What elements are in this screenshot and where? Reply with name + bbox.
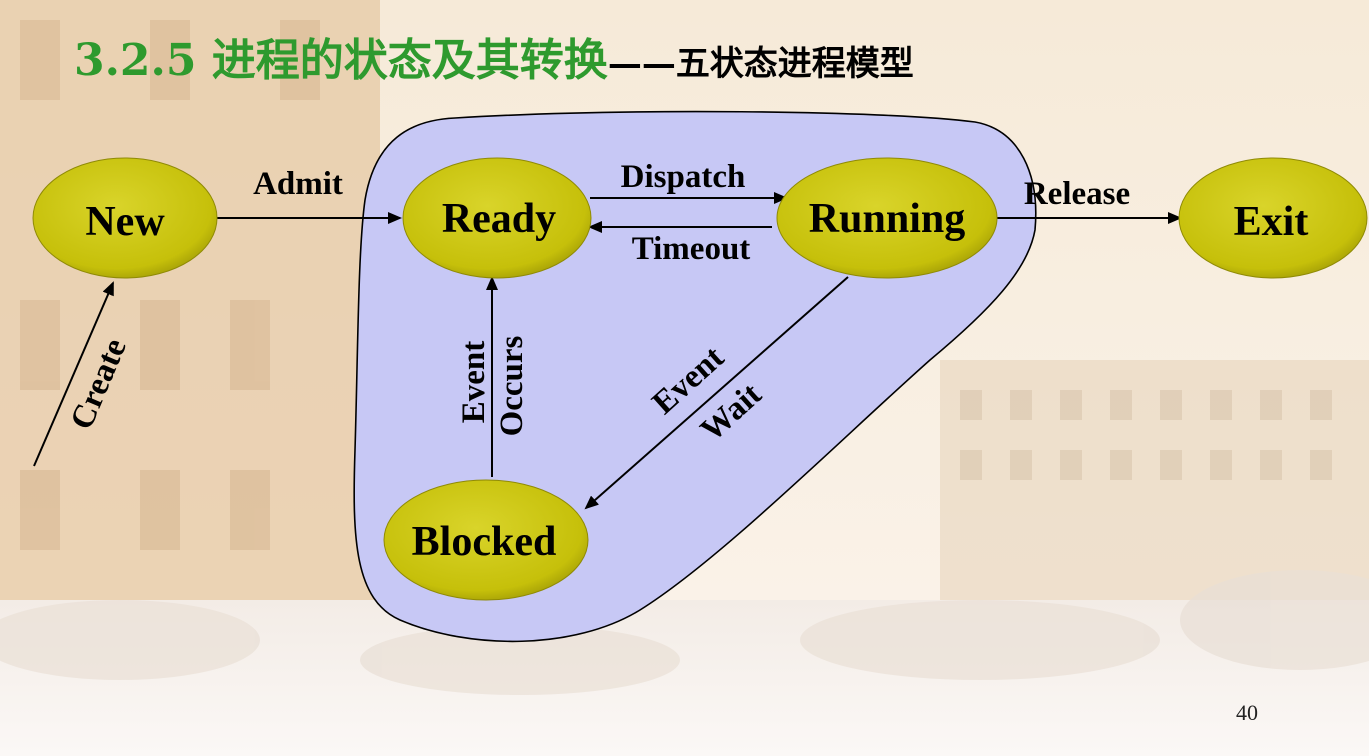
release-label: Release (1024, 176, 1130, 212)
create-label: Create (64, 333, 134, 434)
state-new-label: New (85, 199, 165, 245)
timeout-label: Timeout (632, 231, 751, 267)
page-number: 40 (1236, 700, 1258, 725)
state-exit-label: Exit (1234, 199, 1309, 245)
event-occurs-label-2: Occurs (494, 335, 530, 436)
state-new: New (32, 157, 218, 279)
state-blocked-label: Blocked (412, 519, 557, 565)
event-wait-arrow (584, 276, 849, 510)
state-exit: Exit (1178, 157, 1368, 279)
event-occurs-label-1: Event (456, 341, 492, 424)
admit-label: Admit (253, 166, 343, 202)
state-blocked: Blocked (383, 479, 589, 601)
state-running-label: Running (809, 196, 965, 242)
dispatch-label: Dispatch (621, 159, 746, 195)
title-subtitle: ——五状态进程模型 (607, 44, 914, 84)
create-arrow (33, 281, 114, 467)
state-ready-label: Ready (442, 196, 556, 242)
state-ready: Ready (402, 157, 592, 279)
slide-title: 3.2.5 进程的状态及其转换——五状态进程模型 (74, 24, 914, 88)
title-main: 3.2.5 进程的状态及其转换 (74, 35, 608, 86)
state-running: Running (776, 157, 998, 279)
